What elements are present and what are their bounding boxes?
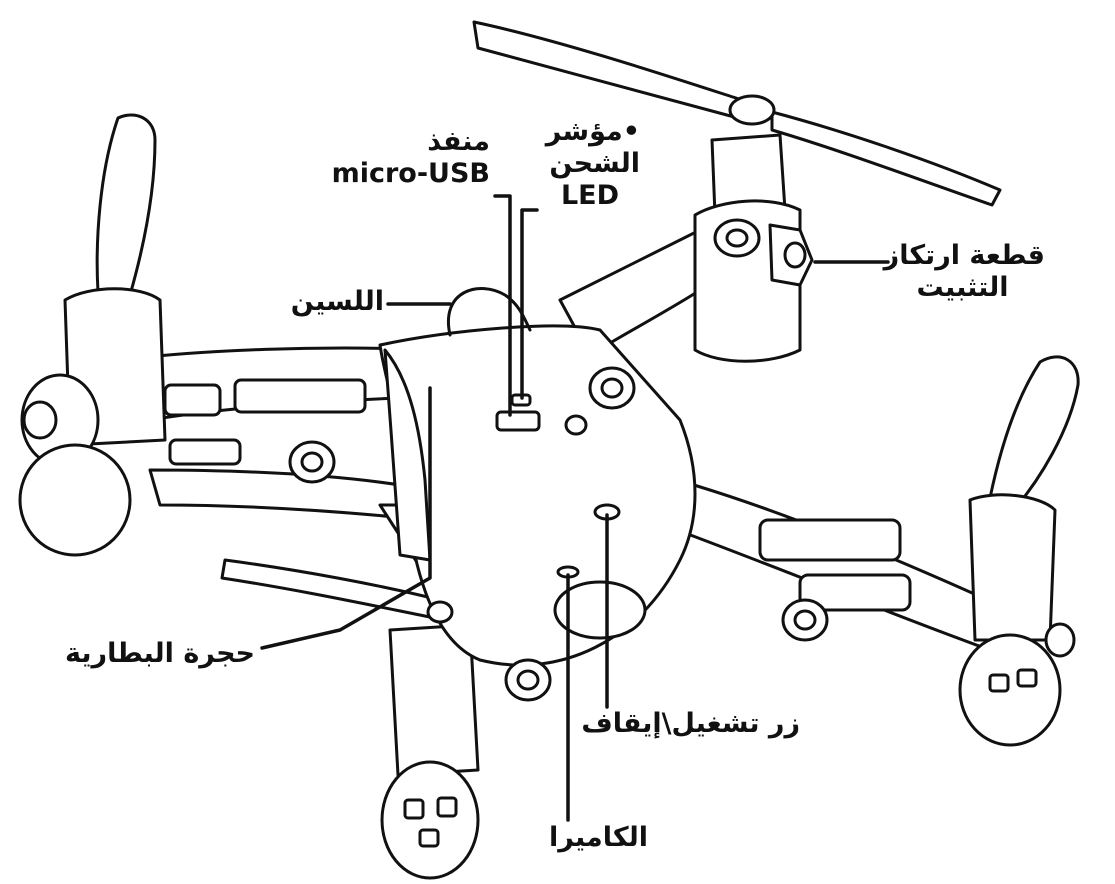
label-usb-port-line1: منفذ bbox=[427, 126, 490, 157]
label-mount-piece-line2: التثبيت bbox=[916, 272, 1009, 303]
label-charge-led-line1: •مؤشر bbox=[545, 116, 640, 147]
propeller-top-right bbox=[472, 20, 1002, 207]
propeller-left bbox=[95, 113, 157, 297]
label-camera: الكاميرا bbox=[508, 822, 648, 854]
label-power-button: زر تشغيل\إيقاف bbox=[581, 708, 800, 740]
motor-top-right bbox=[693, 133, 814, 363]
label-battery-compartment-text: حجرة البطارية bbox=[65, 638, 255, 669]
bolts bbox=[288, 366, 829, 702]
motor-left bbox=[18, 287, 167, 557]
wheel-bottom bbox=[380, 623, 480, 880]
leader-lines bbox=[260, 194, 890, 822]
label-charge-led: •مؤشر الشحن LED bbox=[540, 116, 640, 212]
label-charge-led-line2: الشحن bbox=[549, 148, 640, 179]
label-battery-compartment: حجرة البطارية bbox=[55, 638, 255, 670]
label-usb-port: منفذ micro-USB bbox=[300, 126, 490, 190]
label-mount-piece: قطعة ارتكاز التثبيت bbox=[880, 240, 1045, 304]
label-power-button-text: زر تشغيل\إيقاف bbox=[581, 708, 800, 739]
label-camera-text: الكاميرا bbox=[548, 822, 648, 853]
propeller-right bbox=[988, 355, 1080, 514]
label-mount-piece-line1: قطعة ارتكاز bbox=[883, 240, 1045, 271]
label-usb-port-line2: micro-USB bbox=[331, 158, 490, 189]
label-string-text: اللسين bbox=[290, 286, 384, 317]
label-charge-led-line3: LED bbox=[560, 180, 620, 211]
motor-right bbox=[958, 493, 1076, 747]
label-string: اللسين bbox=[270, 286, 384, 318]
